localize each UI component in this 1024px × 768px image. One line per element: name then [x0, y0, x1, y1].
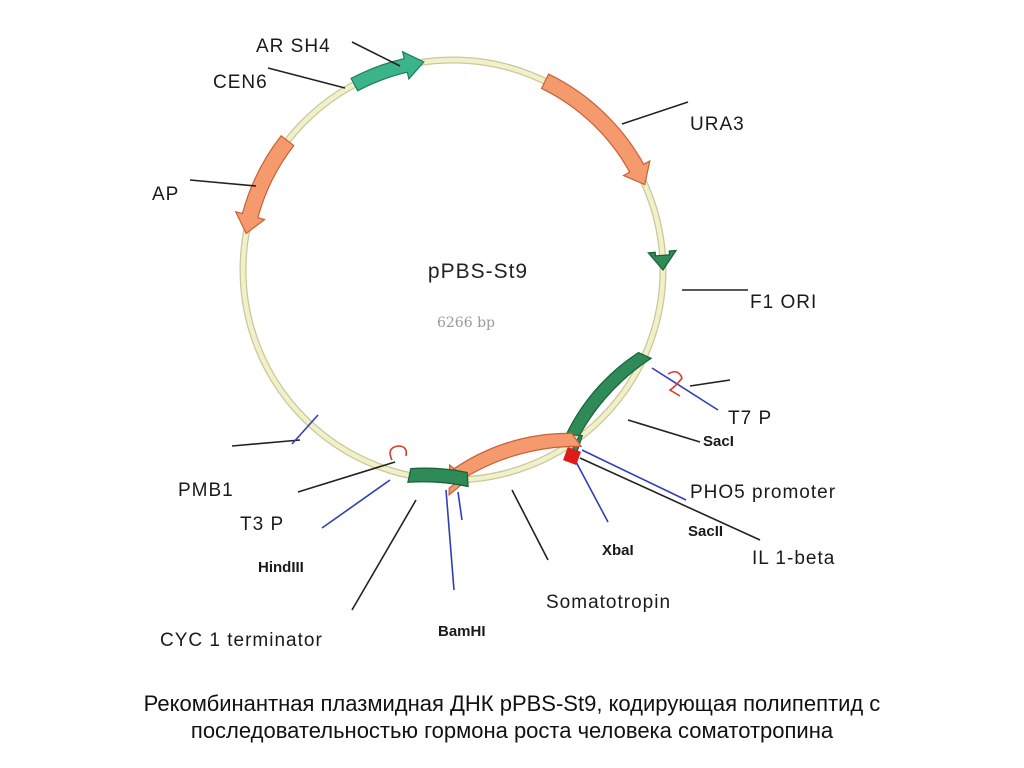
pmb1-label: PMB1	[178, 480, 234, 501]
saci-leader	[627, 419, 701, 443]
xbai-site-line	[573, 457, 609, 523]
ap-label: AP	[152, 184, 179, 205]
somatotropin-label: Somatotropin	[546, 592, 671, 613]
feature-arrows	[234, 50, 678, 497]
figure-caption: Рекомбинантная плазмидная ДНК pPBS-St9, …	[0, 690, 1024, 744]
cyc1-terminator-arrow	[407, 467, 469, 488]
cen-leader	[267, 67, 346, 89]
t7-label: T7 P	[728, 408, 772, 429]
il1-beta-marker	[563, 447, 581, 465]
plasmid-map: pPBS-St9 6266 bp AR SH4 CEN6 URA3 AP F1 …	[152, 36, 836, 651]
pmb1-leader	[297, 461, 396, 493]
hindiii-site-line	[321, 479, 391, 529]
leader-lines	[189, 41, 761, 611]
hindiii-label: HindIII	[258, 559, 304, 576]
pho5-label: PHO5 promoter	[690, 482, 836, 503]
t3-promoter-mark	[389, 445, 408, 461]
plasmid-size: 6266 bp	[437, 315, 495, 331]
pmb1-site-tick	[291, 414, 319, 445]
bamhi-site-line	[445, 489, 455, 591]
somatotropin-leader	[511, 489, 549, 561]
ars-leader	[351, 41, 401, 67]
ars-label: AR SH4	[256, 36, 331, 57]
f1-ori-arrow	[647, 249, 678, 271]
ars-cen-arrow	[350, 50, 425, 92]
ap-arrow	[234, 134, 295, 235]
t7-site-line	[651, 367, 719, 411]
xbai-label: XbaI	[602, 542, 634, 559]
somat-site-line	[457, 491, 463, 521]
t7-promoter-mark	[667, 370, 683, 397]
t3-label: T3 P	[240, 514, 284, 535]
pho5-promoter-arrow	[558, 351, 653, 460]
ap-leader	[189, 179, 257, 187]
t7-leader	[689, 379, 731, 387]
ura3-leader	[621, 101, 689, 125]
ura3-label: URA3	[690, 114, 745, 135]
ura3-arrow	[540, 73, 651, 186]
pho5-site-line	[581, 449, 687, 501]
cen-label: CEN6	[213, 72, 268, 93]
caption-line-1: Рекомбинантная плазмидная ДНК pPBS-St9, …	[143, 691, 881, 716]
sacii-label: SacII	[688, 523, 723, 540]
cyc1-leader	[351, 499, 417, 611]
cyc1-label: CYC 1 terminator	[160, 630, 323, 651]
bamhi-label: BamHI	[438, 623, 486, 640]
restriction-sites	[291, 367, 719, 591]
il1-label: IL 1-beta	[752, 548, 835, 569]
pmb1-pointer	[231, 439, 301, 447]
plasmid-name: pPBS-St9	[428, 260, 528, 283]
f1-label: F1 ORI	[750, 292, 817, 313]
caption-line-2: последовательностью гормона роста челове…	[190, 718, 834, 743]
il1-leader	[579, 457, 761, 541]
somatotropin-arrow	[448, 432, 583, 497]
saci-label: SacI	[703, 433, 734, 450]
